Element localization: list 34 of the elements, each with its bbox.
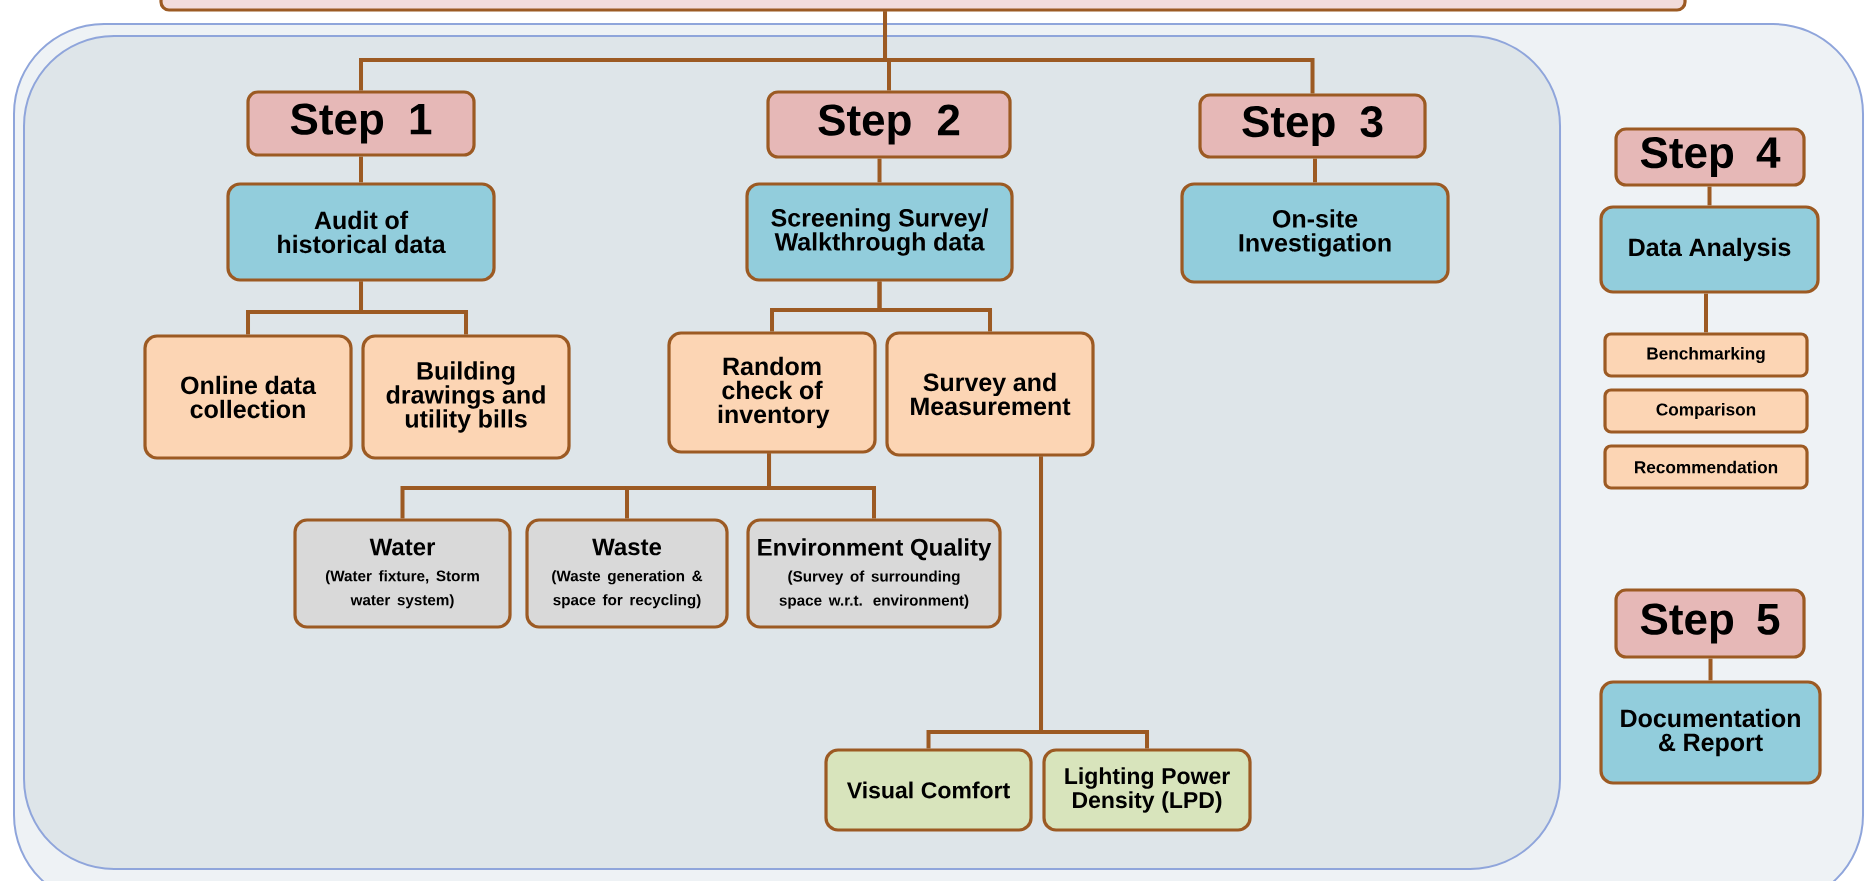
category-box: Water (Water fixture, Storm water system): [293, 518, 512, 629]
item-box: Comparison: [1603, 388, 1809, 434]
step-box: Step 1: [246, 90, 476, 157]
step-box: Step 4: [1614, 127, 1806, 187]
process-box: Audit of historical data: [226, 182, 496, 282]
connector-line: [1707, 186, 1712, 206]
process-box: Documentation & Report: [1599, 680, 1822, 785]
connector-line: [1708, 658, 1713, 681]
task-box: Visual Comfort: [824, 748, 1033, 832]
connector-line: [359, 281, 468, 335]
category-box: Waste (Waste generation & space for recycling): [525, 518, 729, 629]
item-box: Benchmarking: [1603, 332, 1809, 378]
process-box: Data Analysis: [1599, 205, 1820, 294]
process-box: Screening Survey/ Walkthrough data: [745, 182, 1014, 282]
item-box: Recommendation: [1603, 444, 1809, 490]
connector-line: [1313, 158, 1317, 183]
task-box: Online data collection: [143, 334, 353, 460]
step-box: Step 5: [1614, 588, 1806, 659]
connector-line: [883, 11, 1315, 94]
connector-line: [1704, 293, 1708, 333]
task-box: Survey and Measurement: [885, 331, 1095, 457]
step-box: Step 3: [1198, 93, 1427, 159]
connector-line: [359, 156, 363, 183]
category-box: Environment Quality (Survey of surrounding space w.r.t. environment): [746, 518, 1002, 629]
header-bar: [159, 0, 1687, 12]
task-box: Random check of inventory: [667, 331, 877, 454]
connector-line: [1039, 456, 1149, 749]
connector-line: [877, 281, 992, 332]
connector-line: [877, 158, 882, 183]
task-box: Lighting Power Density (LPD): [1042, 748, 1252, 832]
step-box: Step 2: [766, 90, 1012, 159]
task-box: Building drawings and utility bills: [361, 334, 571, 460]
process-box: On-site Investigation: [1180, 182, 1450, 284]
connector-line: [767, 453, 876, 519]
